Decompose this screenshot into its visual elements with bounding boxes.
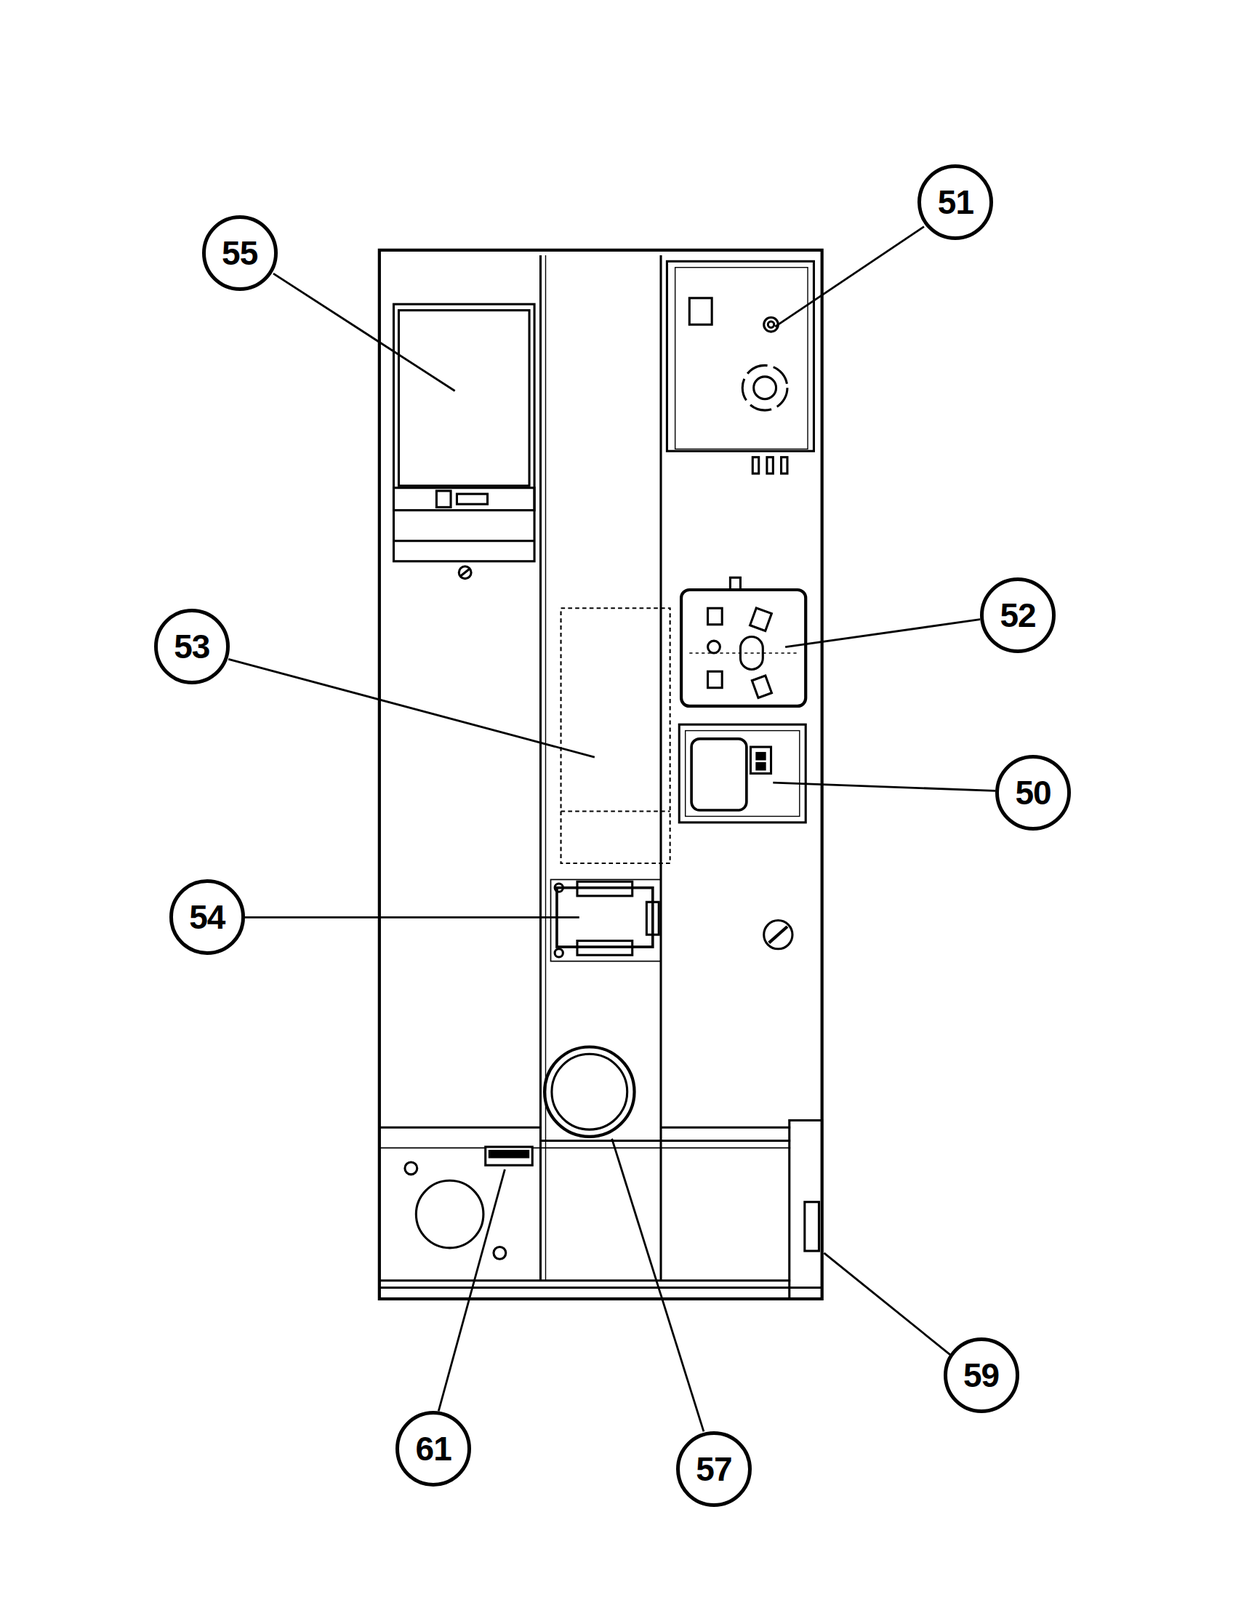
receptacle-slot bbox=[708, 671, 723, 688]
strap-clamp bbox=[436, 490, 451, 507]
receptacle-slot bbox=[708, 607, 723, 624]
relay bbox=[691, 738, 747, 810]
leader-line bbox=[228, 658, 595, 757]
grommet bbox=[551, 1053, 628, 1130]
capacitor-bracket bbox=[393, 303, 535, 562]
callout-number: 59 bbox=[963, 1358, 999, 1392]
relay-terminal bbox=[756, 762, 765, 769]
control-knob bbox=[767, 321, 774, 328]
control-window bbox=[689, 298, 712, 325]
rail bbox=[540, 1139, 791, 1142]
terminal bbox=[781, 457, 788, 474]
callout-circle: 50 bbox=[995, 754, 1071, 831]
rail bbox=[379, 1278, 791, 1281]
control-panel bbox=[666, 260, 814, 451]
control-dial bbox=[753, 376, 777, 400]
leader-line bbox=[823, 1252, 951, 1355]
side-strip bbox=[789, 1119, 823, 1298]
divider bbox=[545, 255, 546, 1281]
callout-circle: 61 bbox=[395, 1410, 472, 1486]
receptacle-screw bbox=[708, 640, 721, 653]
callout-number: 51 bbox=[937, 185, 974, 219]
leader-line bbox=[785, 619, 981, 648]
cabinet-outline bbox=[379, 250, 823, 1299]
receptacle-line bbox=[689, 652, 800, 653]
callout-number: 52 bbox=[999, 598, 1036, 632]
switch-plate bbox=[551, 878, 662, 961]
bracket-edge bbox=[393, 539, 535, 542]
switch-plunger bbox=[646, 901, 659, 935]
leader-line bbox=[273, 273, 456, 391]
latch bbox=[804, 1201, 820, 1251]
rail bbox=[379, 1147, 791, 1149]
callout-circle: 52 bbox=[980, 577, 1056, 653]
callout-number: 57 bbox=[695, 1451, 732, 1486]
receptacle-slot bbox=[751, 675, 772, 698]
control-dial bbox=[742, 364, 788, 411]
callout-number: 53 bbox=[173, 629, 210, 664]
callout-circle: 55 bbox=[202, 215, 278, 291]
callout-number: 54 bbox=[189, 900, 225, 934]
relay-bracket bbox=[679, 724, 806, 823]
relay-bracket bbox=[685, 730, 800, 817]
leader-line bbox=[245, 916, 580, 919]
callout-circle: 53 bbox=[154, 608, 230, 685]
strap-clamp bbox=[456, 493, 488, 504]
receptacle bbox=[681, 589, 806, 706]
leader-lines bbox=[228, 226, 996, 1432]
rail bbox=[379, 1126, 541, 1129]
callout-number: 50 bbox=[1014, 775, 1051, 810]
leader-line bbox=[612, 1138, 704, 1432]
screw-slot bbox=[769, 926, 788, 943]
screw bbox=[764, 920, 793, 949]
switch-tab bbox=[577, 881, 633, 896]
screw bbox=[458, 566, 472, 579]
control-knob bbox=[764, 316, 779, 332]
callout-number: 55 bbox=[221, 236, 258, 270]
relay-terminal bbox=[750, 746, 771, 773]
capacitor-strap bbox=[393, 487, 535, 511]
base-line bbox=[379, 1286, 823, 1289]
clip bbox=[485, 1146, 533, 1165]
knockout bbox=[415, 1179, 484, 1248]
terminal bbox=[752, 457, 759, 474]
leader-line bbox=[438, 1169, 505, 1411]
receptacle-slot bbox=[750, 607, 773, 631]
relay-terminal bbox=[756, 752, 765, 759]
leader-line bbox=[774, 226, 925, 327]
hidden-part bbox=[561, 607, 671, 863]
callout-circle: 59 bbox=[943, 1336, 1020, 1413]
hole bbox=[493, 1246, 506, 1259]
callout-circle: 51 bbox=[917, 164, 994, 240]
control-plate bbox=[675, 267, 808, 450]
leader-line bbox=[772, 782, 996, 791]
clip bbox=[489, 1150, 528, 1157]
callout-circle: 54 bbox=[169, 878, 246, 955]
grommet bbox=[544, 1046, 634, 1136]
switch-screw bbox=[554, 883, 563, 892]
terminal bbox=[766, 457, 773, 474]
hidden-part bbox=[561, 809, 671, 812]
callout-circle: 57 bbox=[676, 1430, 752, 1507]
callout-number: 61 bbox=[415, 1431, 452, 1465]
switch-screw bbox=[554, 948, 563, 957]
rail bbox=[660, 1126, 791, 1129]
capacitor bbox=[398, 310, 530, 486]
hole bbox=[404, 1161, 418, 1175]
switch-tab bbox=[577, 940, 633, 956]
screw-slot bbox=[460, 568, 471, 577]
receptacle-tab bbox=[729, 577, 741, 590]
